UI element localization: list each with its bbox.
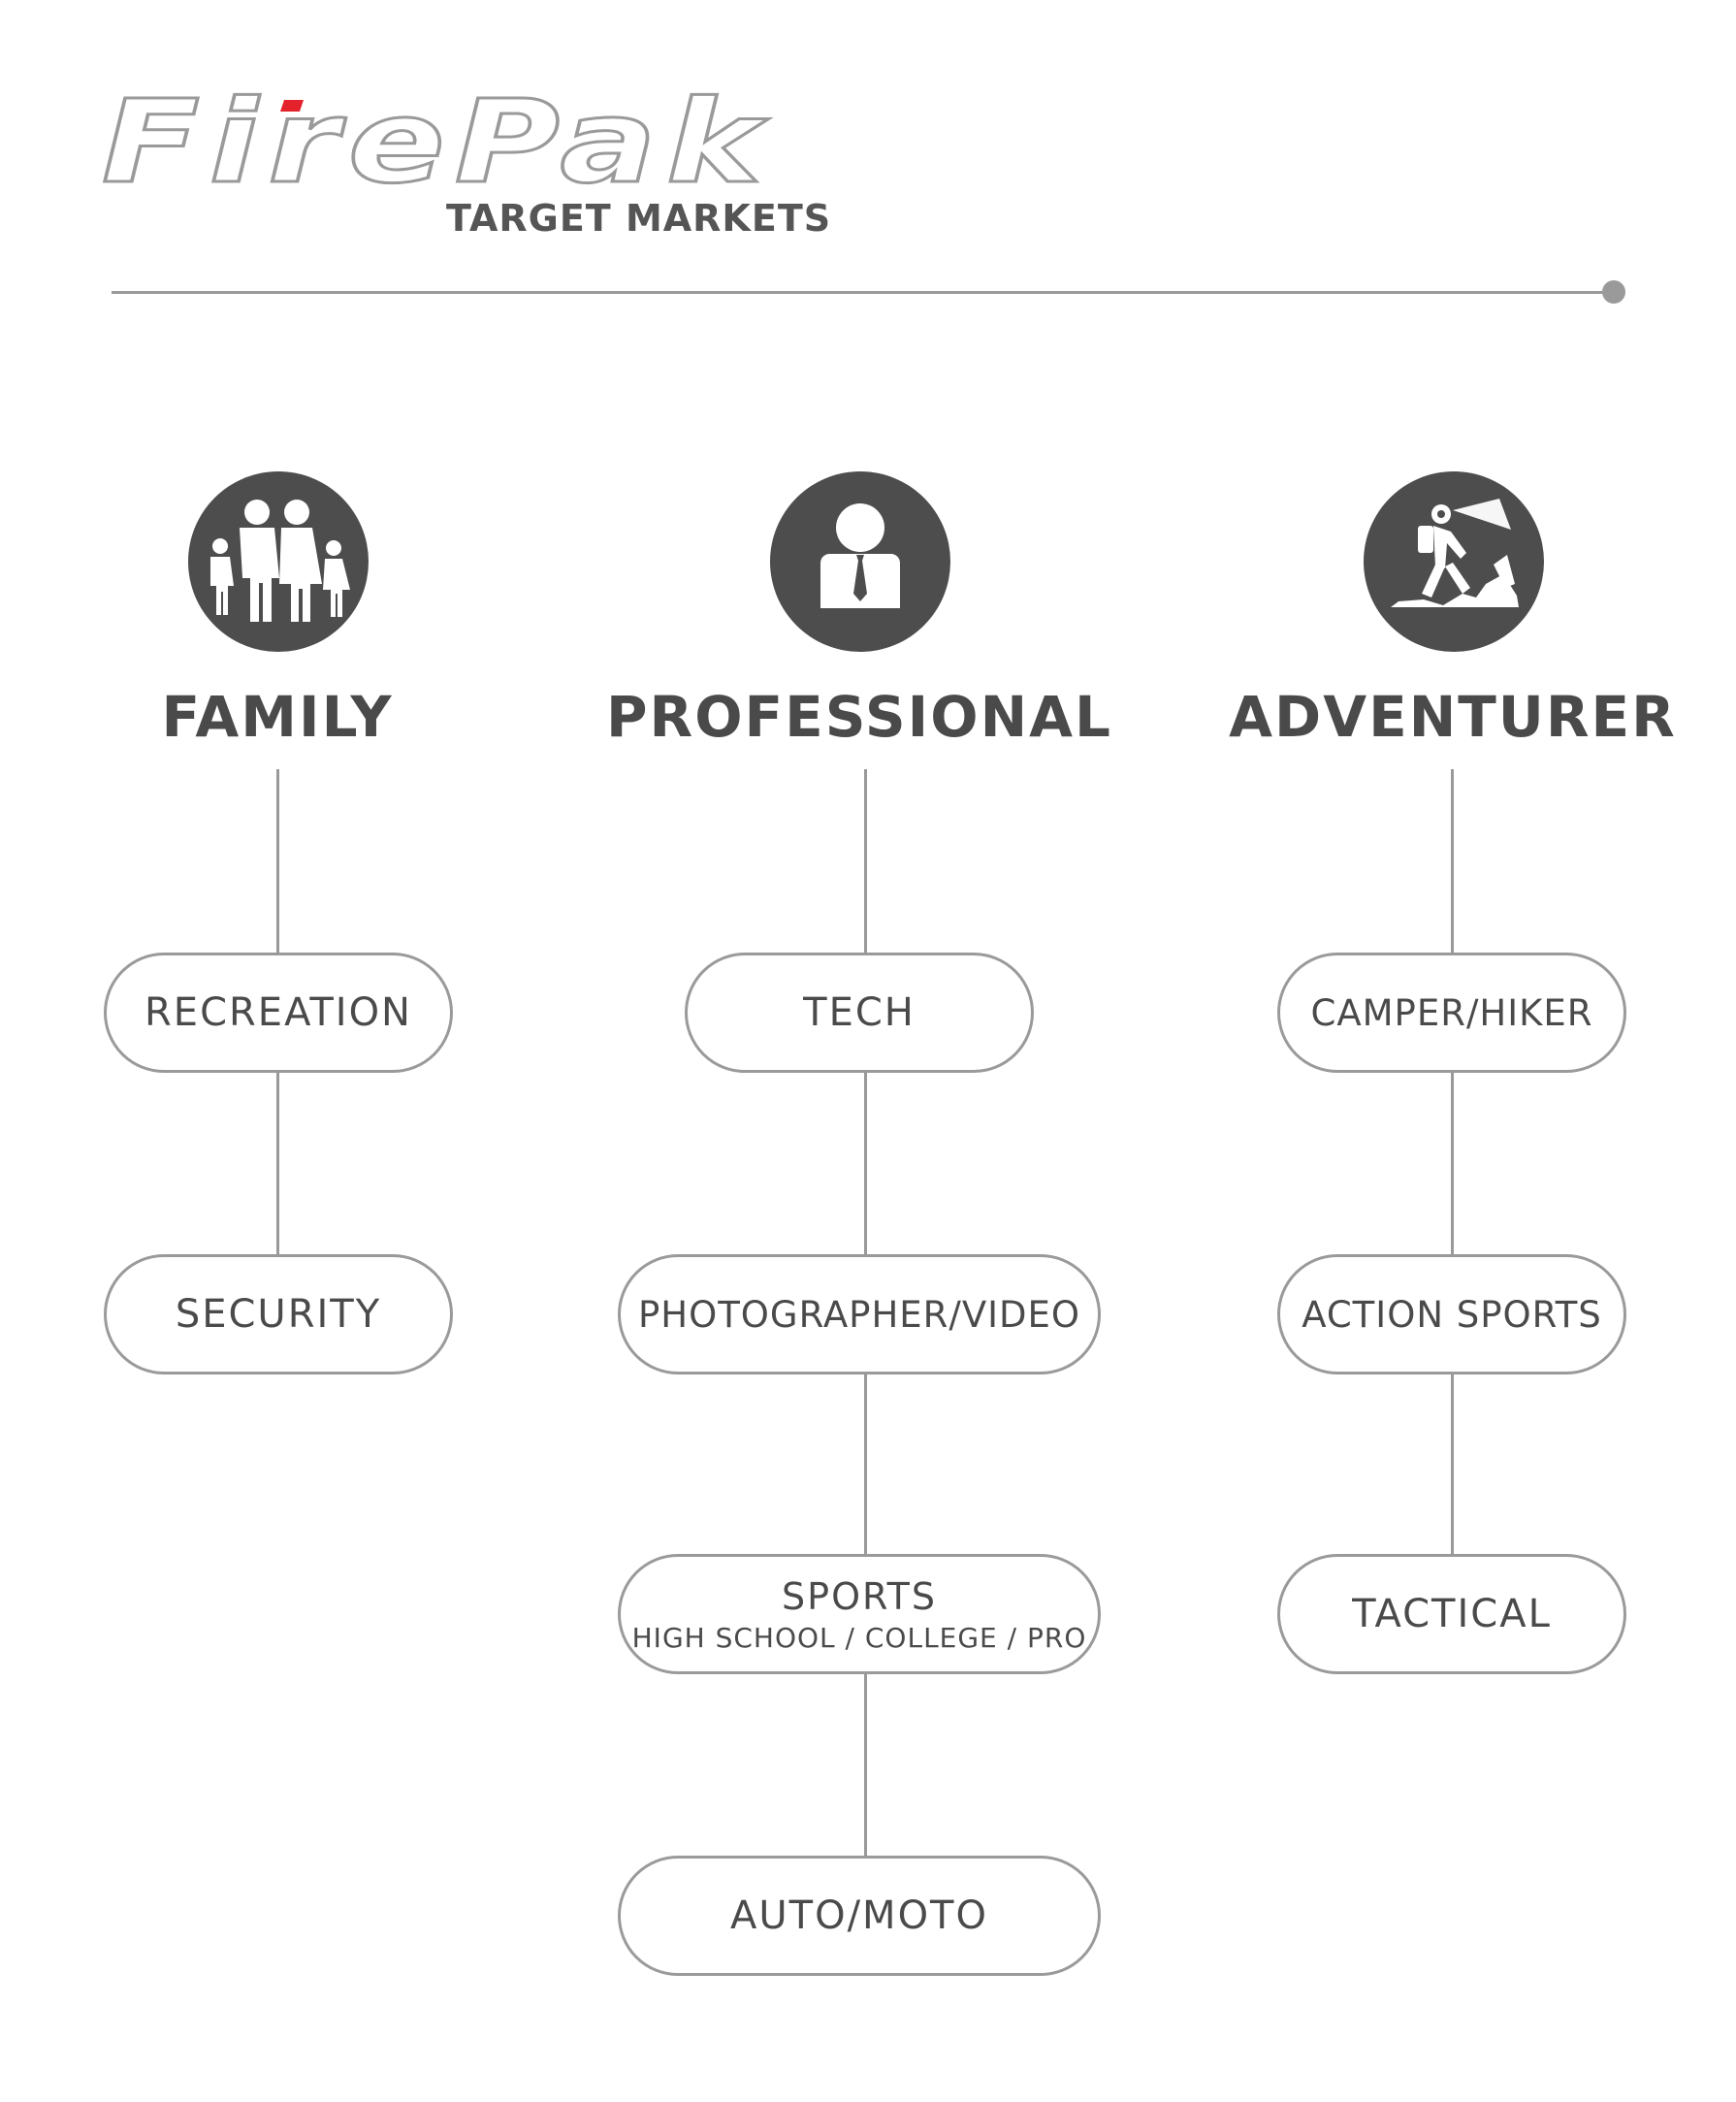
node-label: CAMPER/HIKER xyxy=(1310,991,1593,1034)
category-title-adventurer: ADVENTURER xyxy=(1229,684,1677,750)
connector-line xyxy=(276,1073,279,1255)
node-recreation: RECREATION xyxy=(104,953,453,1073)
divider-end-dot xyxy=(1602,280,1625,304)
firepak-logo: FirePak xyxy=(101,74,781,210)
node-label: AUTO/MOTO xyxy=(730,1893,988,1938)
connector-line xyxy=(864,1674,867,1857)
node-sports: SPORTS HIGH SCHOOL / COLLEGE / PRO xyxy=(618,1554,1101,1674)
hiker-headlamp-icon xyxy=(1364,471,1544,652)
connector-line xyxy=(1451,769,1454,954)
svg-text:FirePak: FirePak xyxy=(102,92,771,199)
node-sublabel: HIGH SCHOOL / COLLEGE / PRO xyxy=(631,1621,1087,1654)
node-auto-moto: AUTO/MOTO xyxy=(618,1856,1101,1976)
node-photographer-video: PHOTOGRAPHER/VIDEO xyxy=(618,1254,1101,1374)
node-label: TACTICAL xyxy=(1352,1592,1552,1636)
connector-line xyxy=(1451,1073,1454,1255)
logo-accent-mark xyxy=(280,100,304,112)
connector-line xyxy=(864,1073,867,1255)
connector-line xyxy=(864,1374,867,1555)
node-label: TECH xyxy=(803,990,916,1035)
node-security: SECURITY xyxy=(104,1254,453,1374)
node-action-sports: ACTION SPORTS xyxy=(1277,1254,1626,1374)
businessman-icon xyxy=(770,471,950,652)
node-tech: TECH xyxy=(685,953,1034,1073)
node-label: SECURITY xyxy=(175,1292,382,1337)
node-label: ACTION SPORTS xyxy=(1302,1293,1602,1336)
node-tactical: TACTICAL xyxy=(1277,1554,1626,1674)
category-title-family: FAMILY xyxy=(161,684,394,750)
connector-line xyxy=(864,769,867,954)
node-label: SPORTS xyxy=(782,1574,937,1618)
family-icon xyxy=(188,471,369,652)
connector-line xyxy=(1451,1374,1454,1555)
header-divider xyxy=(112,291,1613,294)
page-subtitle: TARGET MARKETS xyxy=(446,197,832,240)
node-label: PHOTOGRAPHER/VIDEO xyxy=(637,1293,1081,1336)
connector-line xyxy=(276,769,279,954)
category-title-professional: PROFESSIONAL xyxy=(606,684,1112,750)
node-label: RECREATION xyxy=(145,990,412,1035)
node-camper-hiker: CAMPER/HIKER xyxy=(1277,953,1626,1073)
